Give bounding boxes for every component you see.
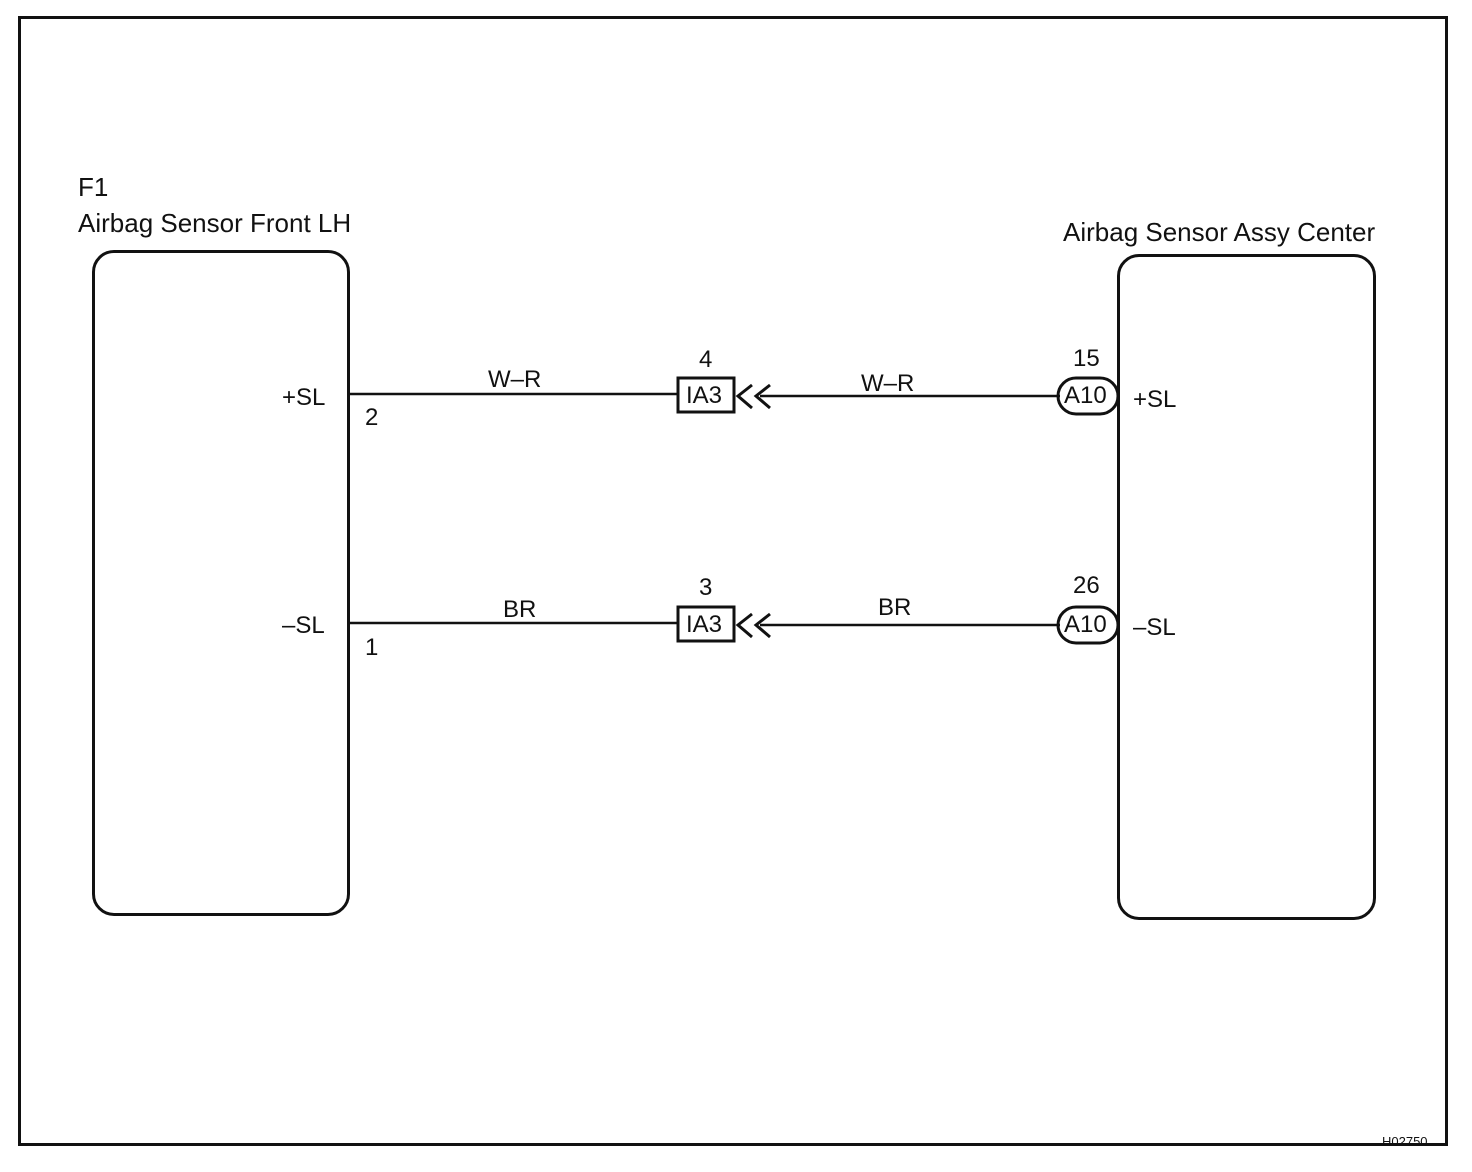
junction-label-bottom: IA3: [686, 611, 723, 638]
junction-label-top: IA3: [686, 382, 723, 409]
connector-arrow-top-2: [753, 383, 771, 410]
wire-color-bottom-left: BR: [503, 596, 537, 623]
left-terminal-pin-bottom: 1: [365, 634, 379, 661]
left-component-code: F1: [78, 172, 109, 202]
left-terminal-pin-top: 2: [365, 404, 379, 431]
right-terminal-label-top: +SL: [1133, 386, 1177, 413]
connector-top-oval: [1056, 376, 1120, 416]
right-terminal-label-bottom: –SL: [1133, 614, 1176, 641]
junction-pin-top: 4: [699, 346, 713, 373]
figure-code: H02750: [1382, 1134, 1428, 1149]
connector-arrow-top-1: [735, 383, 753, 410]
right-component-box: [1117, 254, 1376, 920]
left-terminal-label-top: +SL: [282, 384, 326, 411]
wire-color-top-right: W–R: [861, 370, 915, 397]
diagram-frame: [18, 16, 1448, 1146]
junction-top-box: [676, 376, 736, 414]
connector-arrow-bottom-1: [735, 612, 753, 639]
connector-label-bottom: A10: [1064, 611, 1107, 638]
right-component-name: Airbag Sensor Assy Center: [1063, 217, 1376, 247]
connector-bottom-oval: [1056, 605, 1120, 645]
right-terminal-pin-top: 15: [1073, 345, 1100, 372]
right-terminal-pin-bottom: 26: [1073, 572, 1100, 599]
left-terminal-label-bottom: –SL: [282, 612, 325, 639]
wire-color-bottom-right: BR: [878, 594, 912, 621]
left-component-box: [92, 250, 350, 916]
junction-bottom-box: [676, 605, 736, 643]
connector-label-top: A10: [1064, 382, 1107, 409]
junction-pin-bottom: 3: [699, 574, 713, 601]
connector-arrow-bottom-2: [753, 612, 771, 639]
left-component-name: Airbag Sensor Front LH: [78, 208, 352, 238]
wire-color-top-left: W–R: [488, 366, 542, 393]
